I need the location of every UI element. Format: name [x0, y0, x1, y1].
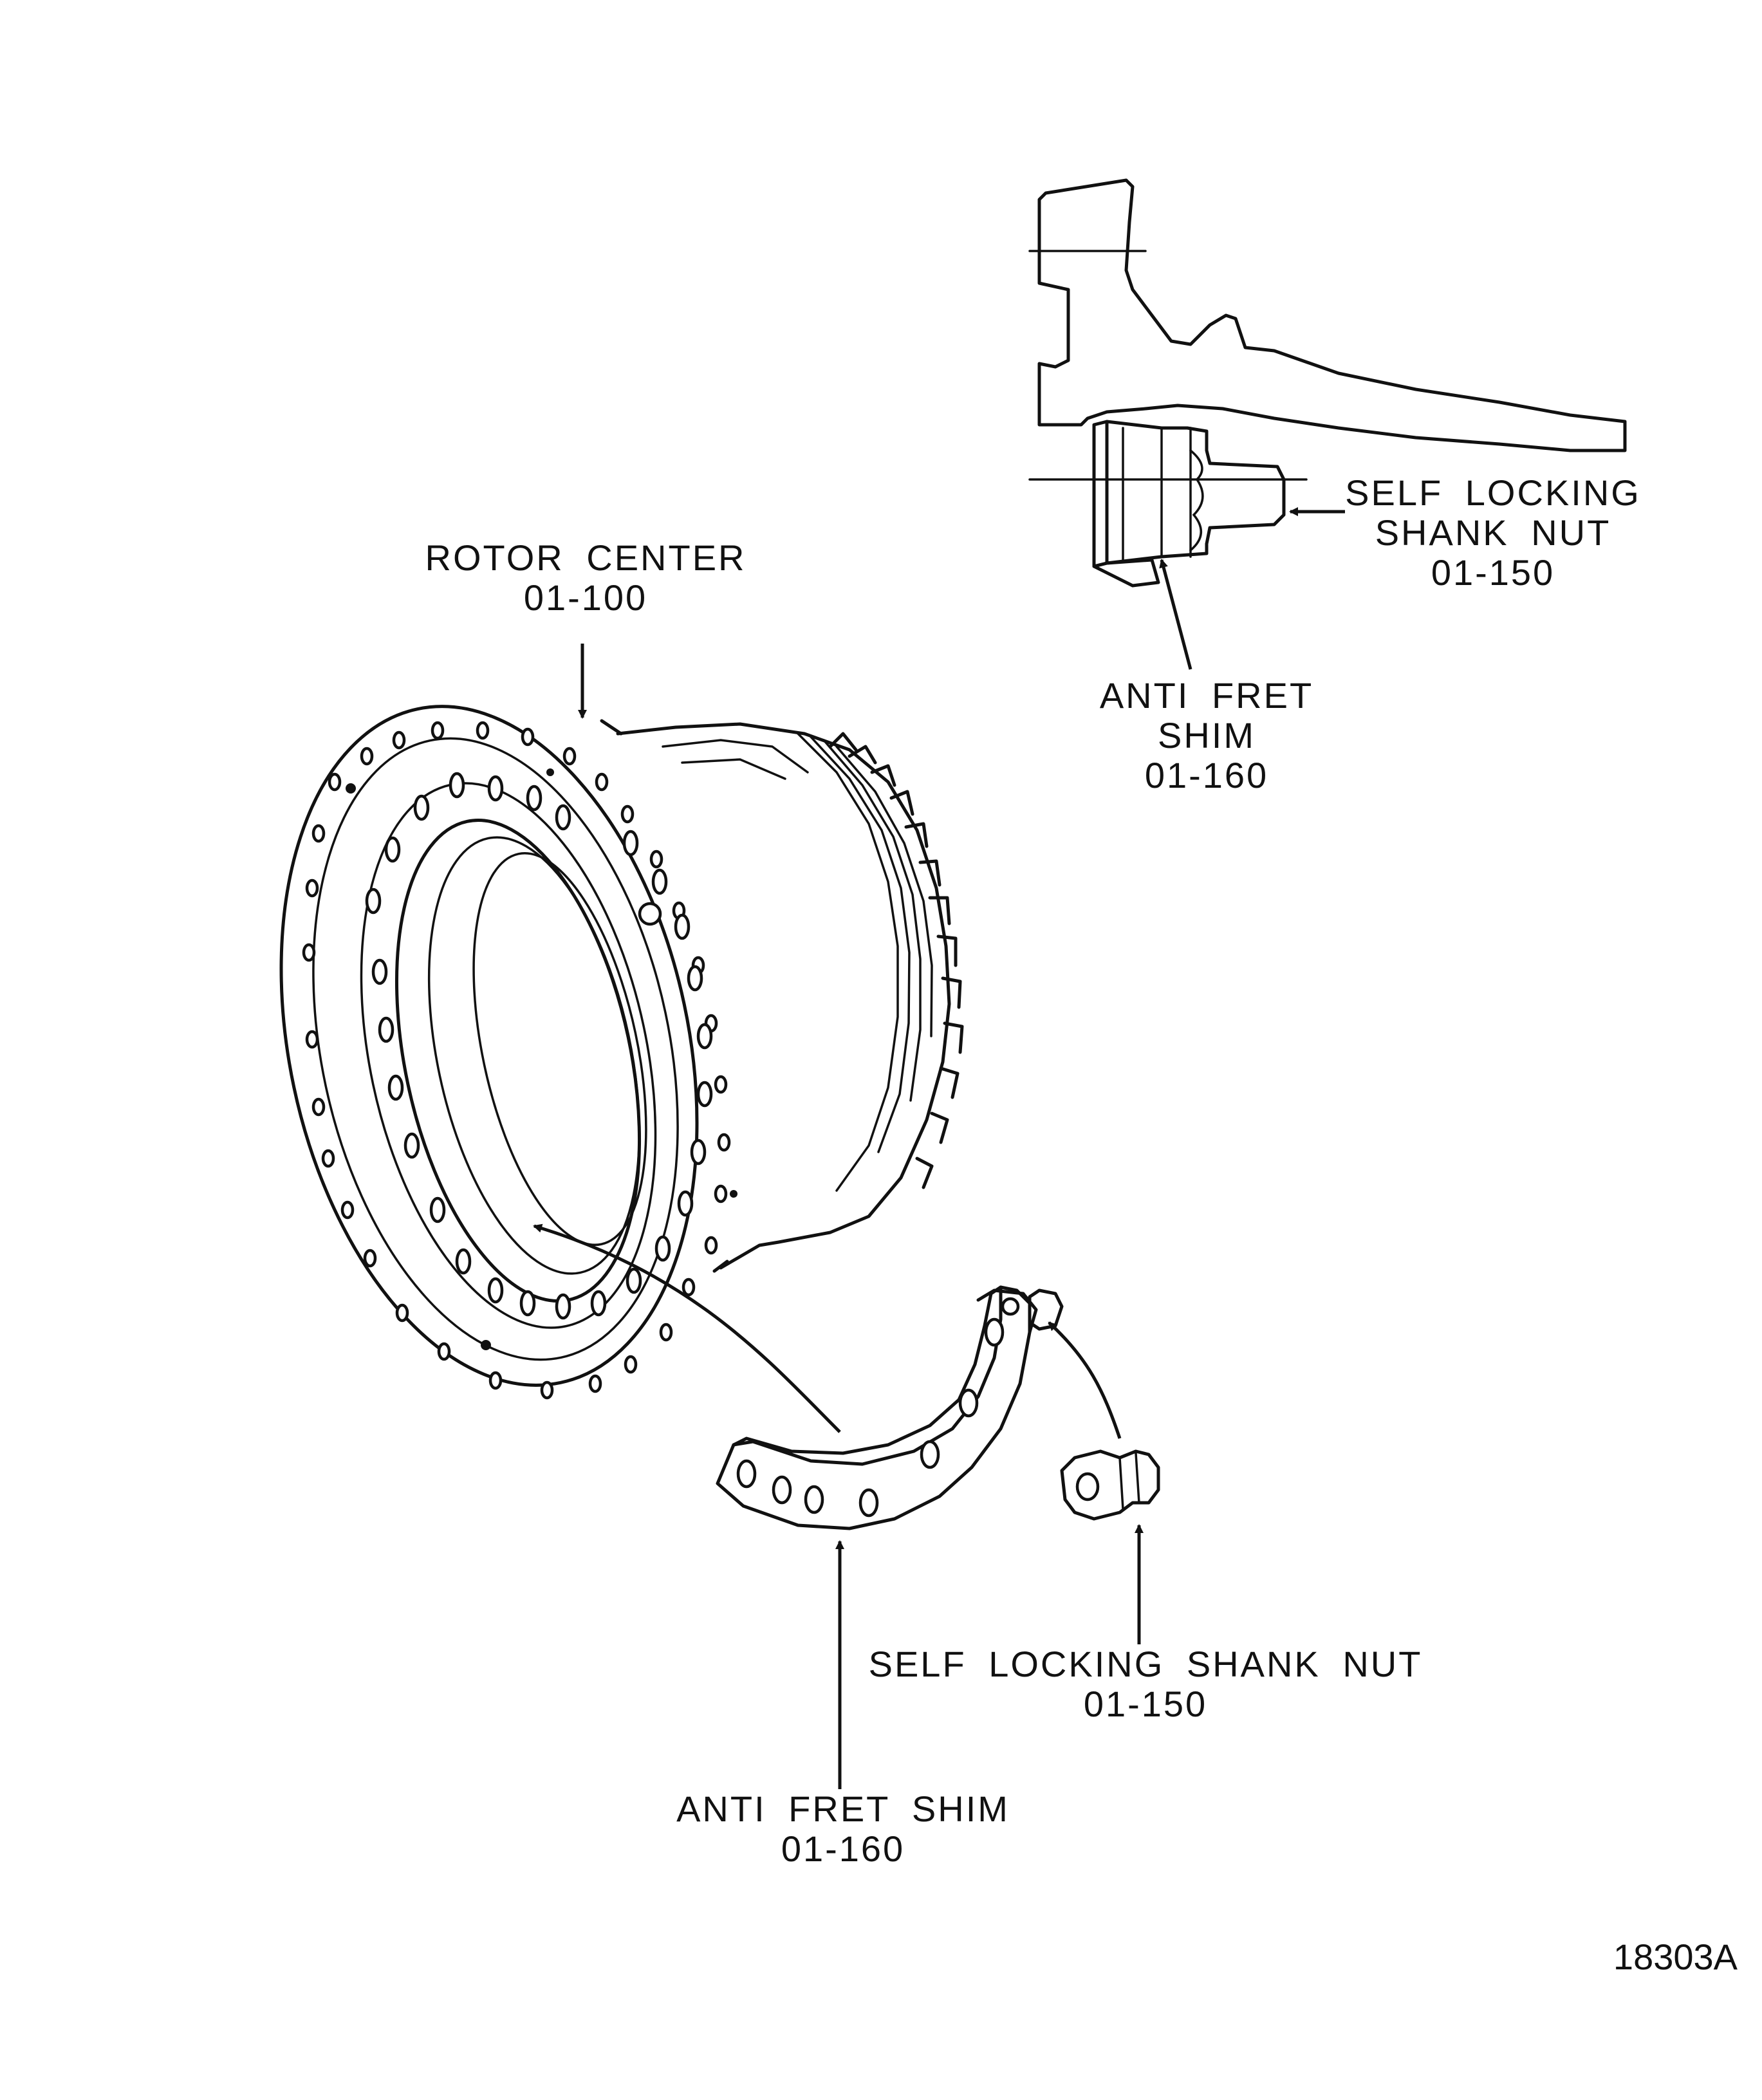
shank-nut-detail-line2: SHANK NUT: [1375, 512, 1611, 553]
rotor-teeth: [828, 732, 964, 1189]
shank-nut-exploded-name: SELF LOCKING SHANK NUT: [868, 1644, 1423, 1684]
rotor-center: [279, 705, 964, 1400]
shank-nut-exploded-part-number: 01-150: [1083, 1684, 1208, 1724]
anti-fret-shim-detail-label: ANTI FRET SHIM 01-160: [1068, 676, 1345, 795]
rotor-center-name: ROTOR CENTER: [425, 537, 747, 578]
section-detail: [1028, 178, 1627, 588]
figure-number: 18303A: [1613, 1937, 1738, 1977]
anti-fret-shim-exploded-name: ANTI FRET SHIM: [676, 1789, 1010, 1829]
shank-nut-section: [1105, 420, 1286, 565]
anti-fret-shim-exploded-part-number: 01-160: [781, 1828, 905, 1869]
shank-nut-detail-label: SELF LOCKING SHANK NUT 01-150: [1332, 473, 1654, 593]
shank-nut-detail-line1: SELF LOCKING: [1345, 472, 1641, 513]
inner-bolt-holes: [365, 772, 713, 1320]
anti-fret-shim-section: [1092, 420, 1109, 568]
rotor-flange-section: [1037, 178, 1627, 452]
rotor-center-part-number: 01-100: [523, 577, 648, 618]
anti-fret-shim-part: [716, 1285, 1064, 1530]
shank-nut-exploded-label: SELF LOCKING SHANK NUT 01-150: [862, 1644, 1429, 1724]
anti-fret-shim-detail-line1: ANTI FRET: [1099, 675, 1314, 716]
rotor-center-label: ROTOR CENTER 01-100: [412, 538, 759, 618]
shank-nut-part: [1060, 1449, 1160, 1521]
shank-nut-detail-part-number: 01-150: [1431, 552, 1555, 593]
anti-fret-shim-detail-line2: SHIM: [1158, 715, 1256, 756]
anti-fret-shim-detail-part-number: 01-160: [1144, 755, 1269, 795]
anti-fret-shim-exploded-label: ANTI FRET SHIM 01-160: [650, 1789, 1036, 1869]
outer-bolt-holes: [302, 721, 731, 1400]
flange-outer-rim: [279, 705, 699, 1387]
